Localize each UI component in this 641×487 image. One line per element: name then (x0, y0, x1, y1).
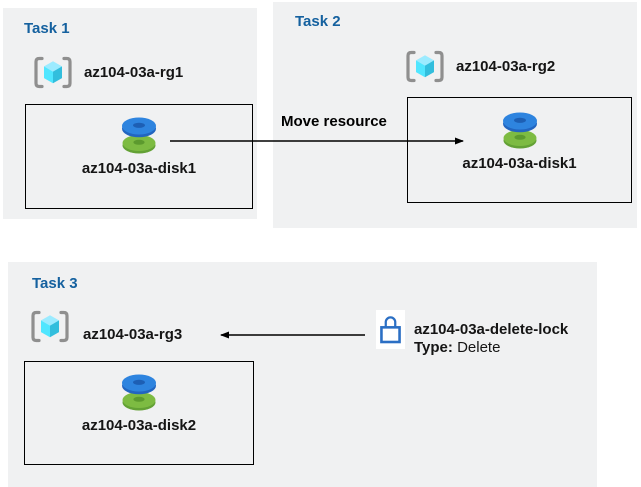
move-resource-label: Move resource (281, 113, 387, 130)
task1-resource-box: az104-03a-disk1 (25, 104, 253, 209)
resource-group-icon (31, 310, 69, 343)
task1-resource-group-label: az104-03a-rg1 (84, 64, 184, 81)
task2-resource-box: az104-03a-disk1 (407, 97, 632, 203)
lock-chip (376, 310, 405, 349)
task2-disk-label: az104-03a-disk1 (462, 155, 577, 172)
disk-icon (122, 374, 156, 411)
task2-title: Task 2 (295, 13, 341, 30)
resource-group-icon (406, 50, 444, 83)
task3-panel: Task 3 az104-03a-rg3 az104-03a-disk2 az1… (8, 262, 597, 487)
task2-resource-group-label: az104-03a-rg2 (456, 58, 556, 75)
task3-resource-group-label: az104-03a-rg3 (83, 326, 183, 343)
task2-panel: Task 2 az104-03a-rg2 az104-03a-disk1 (273, 2, 637, 228)
disk-icon (122, 117, 156, 154)
lock-label-block: az104-03a-delete-lock Type: Delete (414, 321, 568, 357)
lock-name-label: az104-03a-delete-lock (414, 321, 569, 338)
resource-group-icon (34, 56, 72, 89)
task3-title: Task 3 (32, 275, 78, 292)
task1-disk-label: az104-03a-disk1 (81, 160, 197, 177)
task1-title: Task 1 (24, 20, 70, 37)
task3-disk-label: az104-03a-disk2 (81, 417, 197, 434)
lock-type-label: Type: Delete (414, 339, 501, 356)
lock-icon (380, 316, 401, 344)
disk-icon (502, 112, 537, 149)
task3-resource-box: az104-03a-disk2 (24, 361, 254, 465)
task1-panel: Task 1 az104-03a-rg1 az104-03a-disk1 (3, 8, 257, 219)
